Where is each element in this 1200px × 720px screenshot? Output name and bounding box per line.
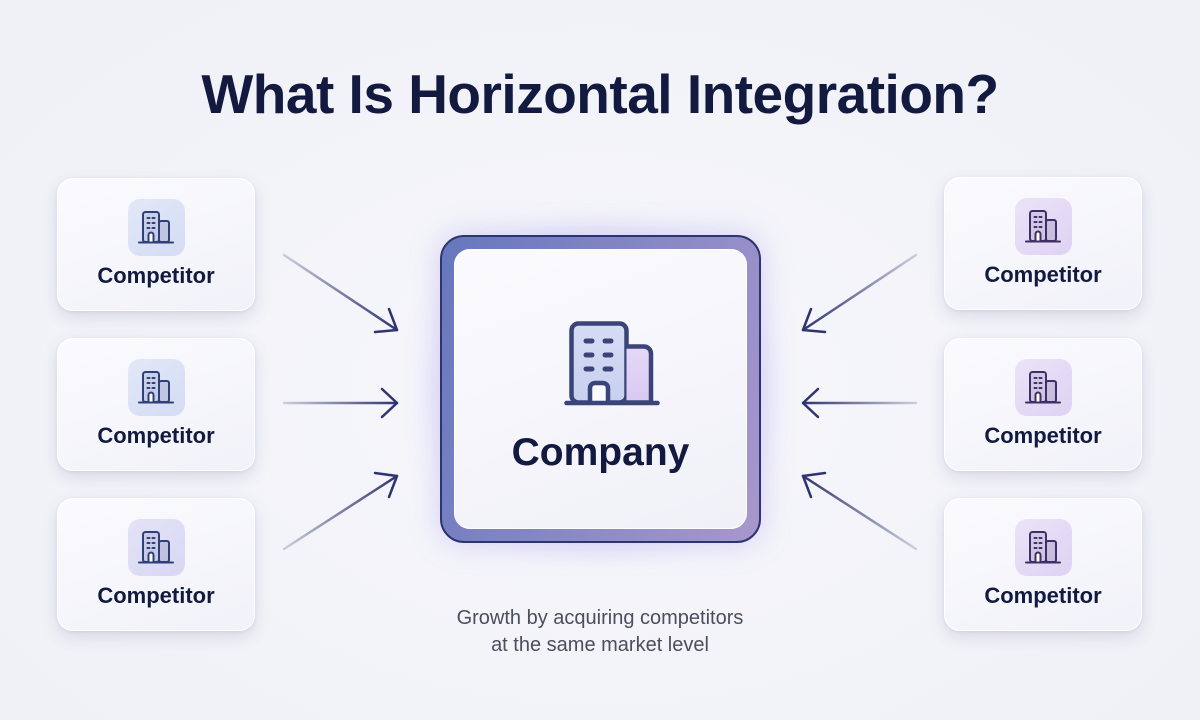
building-icon: [128, 359, 185, 416]
subtitle: Growth by acquiring competitors at the s…: [0, 605, 1200, 659]
company-label: Company: [511, 431, 690, 474]
arrow-right-3: [801, 471, 918, 551]
building-icon: [1015, 359, 1072, 416]
competitor-label: Competitor: [97, 263, 215, 288]
building-icon: [128, 199, 185, 256]
competitor-label: Competitor: [984, 423, 1102, 448]
competitor-card-right-3: Competitor: [944, 498, 1142, 631]
competitor-card-right-1: Competitor: [944, 177, 1142, 310]
arrow-left-2: [282, 387, 399, 419]
competitor-card-left-3: Competitor: [57, 498, 255, 631]
arrow-left-3: [282, 471, 399, 551]
subtitle-line-1: Growth by acquiring competitors: [456, 607, 744, 629]
competitor-label: Competitor: [984, 583, 1102, 608]
competitor-card-left-2: Competitor: [57, 338, 255, 471]
company-box: Company: [440, 235, 761, 543]
competitor-label: Competitor: [97, 583, 215, 608]
competitor-card-left-1: Competitor: [57, 178, 255, 311]
subtitle-line-2: at the same market level: [491, 634, 709, 656]
building-icon: [1015, 519, 1072, 576]
competitor-label: Competitor: [984, 262, 1102, 287]
arrow-right-2: [801, 387, 918, 419]
arrow-left-1: [282, 253, 399, 334]
competitor-card-right-2: Competitor: [944, 338, 1142, 471]
building-icon: [128, 519, 185, 576]
arrow-right-1: [801, 253, 918, 334]
company-card: Company: [454, 249, 747, 529]
competitor-label: Competitor: [97, 423, 215, 448]
building-icon: [1015, 198, 1072, 255]
page-title: What Is Horizontal Integration?: [201, 63, 999, 125]
building-icon: [564, 321, 660, 406]
